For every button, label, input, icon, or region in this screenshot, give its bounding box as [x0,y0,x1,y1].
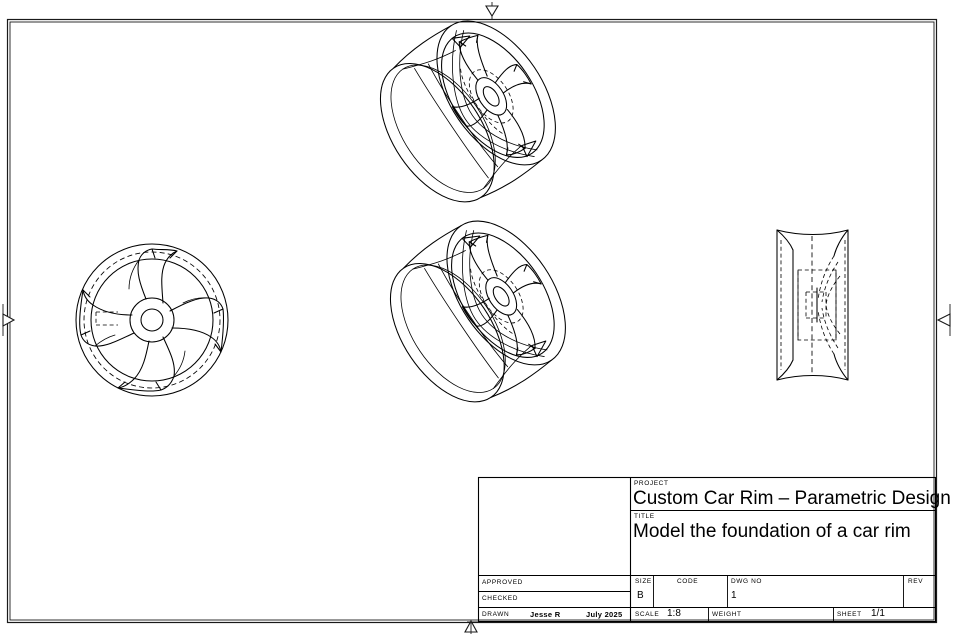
title-value: Model the foundation of a car rim [633,521,911,542]
left-view-marker [2,304,16,336]
title-block-grid [477,476,937,623]
project-value: Custom Car Rim – Parametric Design [633,488,951,509]
dwgno-value: 1 [731,590,737,601]
side-profile-view [776,229,849,381]
checked-label: CHECKED [482,595,518,602]
title-label: TITLE [634,513,655,520]
project-label: PROJECT [634,480,669,487]
size-label: SIZE [635,578,652,585]
size-value: B [637,590,644,601]
isometric-top-view [379,20,556,203]
approved-label: APPROVED [482,579,523,586]
drawn-label: DRAWN [482,611,510,618]
isometric-center-view [389,220,566,403]
sheet-label: SHEET [837,611,862,618]
right-view-marker [936,304,951,336]
dwgno-label: DWG NO [731,578,763,585]
rev-label: REV [908,578,924,585]
front-view [75,243,229,397]
code-label: CODE [677,578,699,585]
drawn-date-value: July 2025 [586,610,623,619]
scale-label: SCALE [635,611,660,618]
top-view-marker [485,2,499,20]
scale-value: 1:8 [667,608,681,619]
sheet-value: 1/1 [871,608,885,619]
drawn-by-value: Jesse R [530,610,561,619]
weight-label: WEIGHT [712,611,742,618]
